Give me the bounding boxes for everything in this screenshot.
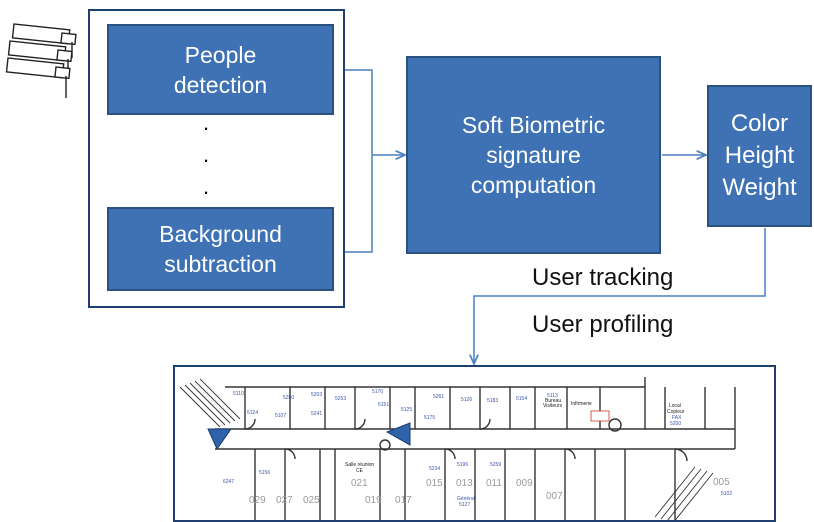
room-label: 5107 (275, 413, 286, 419)
background-subtraction-box: Background subtraction (107, 207, 334, 291)
room-label: 5154 (516, 396, 527, 402)
background-subtraction-line2: subtraction (164, 251, 277, 277)
room-label: CE (356, 468, 364, 474)
ellipsis-dot: . (203, 142, 210, 167)
room-number: 005 (713, 477, 730, 488)
room-number: 021 (351, 478, 368, 489)
room-number: 025 (303, 495, 320, 506)
user-tracking-label: User tracking (532, 264, 674, 291)
room-label: 5156 (259, 470, 270, 476)
room-label: 5170 (372, 389, 383, 395)
room-label: Salle réunion (345, 462, 374, 468)
room-number: 027 (276, 495, 293, 506)
detection-connector (334, 69, 373, 155)
background-subtraction-line1: Background (159, 221, 282, 247)
attribute-weight: Weight (722, 174, 797, 201)
room-number: 013 (456, 478, 473, 489)
room-label: 5259 (490, 462, 501, 468)
camera-icon (11, 23, 77, 58)
room-label: 5127 (459, 502, 470, 508)
room-label: 5102 (721, 491, 732, 497)
floor-plan-map: 5110 5124 5107 5260 5241 5203 5253 5170 … (173, 365, 776, 522)
camera-icon (5, 57, 71, 98)
room-label: Bureau (545, 398, 561, 404)
tracking-connector (474, 228, 766, 364)
soft-biometric-line1: Soft Biometric (461, 112, 606, 138)
room-number: 029 (249, 495, 266, 506)
room-label: 5151 (378, 402, 389, 408)
room-label: 5124 (247, 410, 258, 416)
room-label: Général (457, 496, 475, 502)
stairs-right (654, 466, 714, 520)
camera-icon (7, 40, 73, 78)
people-detection-line1: People (184, 41, 257, 68)
attribute-color: Color (730, 110, 789, 137)
user-profiling-label: User profiling (532, 311, 674, 338)
soft-biometric-line2: signature (486, 142, 581, 168)
people-detection-line2: detection (173, 71, 268, 98)
room-label: 5253 (335, 396, 346, 402)
person-marker-icon (207, 428, 232, 451)
room-label: Copieur (667, 409, 685, 415)
soft-biometric-box: Soft Biometric signature computation (406, 56, 661, 254)
room-label: 5110 (233, 391, 244, 397)
room-label: Local (669, 403, 681, 409)
room-number: 015 (426, 478, 443, 489)
room-number: 011 (486, 478, 502, 489)
ellipsis-dot: . (203, 110, 210, 135)
room-label: 5113 (547, 393, 558, 399)
room-label: 5261 (433, 394, 444, 400)
room-label: 5203 (311, 392, 322, 398)
room-label: Visiteurs (543, 403, 563, 409)
room-label: 5183 (487, 398, 498, 404)
room-label: FAX (672, 415, 682, 421)
room-label: 5260 (283, 395, 294, 401)
people-detection-box: People detection (107, 24, 334, 115)
room-label: 6247 (223, 479, 234, 485)
room-label: 5241 (311, 411, 322, 417)
room-label: 5196 (457, 462, 468, 468)
ellipsis-dot: . (203, 174, 210, 199)
room-number: 019 (365, 495, 382, 506)
room-label: 5175 (424, 415, 435, 421)
room-label: 5234 (429, 466, 440, 472)
room-label: 5126 (461, 397, 472, 403)
room-number: 017 (395, 495, 412, 506)
attribute-height: Height (724, 142, 795, 169)
soft-biometric-line3: computation (470, 172, 597, 198)
room-label: Infirmerie (571, 401, 592, 407)
stairs-left (179, 378, 241, 428)
room-number: 007 (546, 491, 563, 502)
floor-plan-drawing: 5110 5124 5107 5260 5241 5203 5253 5170 … (179, 377, 736, 520)
room-label: 5125 (401, 407, 412, 413)
room-number: 009 (516, 478, 533, 489)
person-marker-icon (385, 422, 411, 446)
room-label: 5200 (670, 421, 681, 427)
attributes-box: Color Height Weight (707, 85, 812, 227)
extinguisher-icon (590, 410, 610, 422)
subtraction-connector (334, 155, 373, 253)
